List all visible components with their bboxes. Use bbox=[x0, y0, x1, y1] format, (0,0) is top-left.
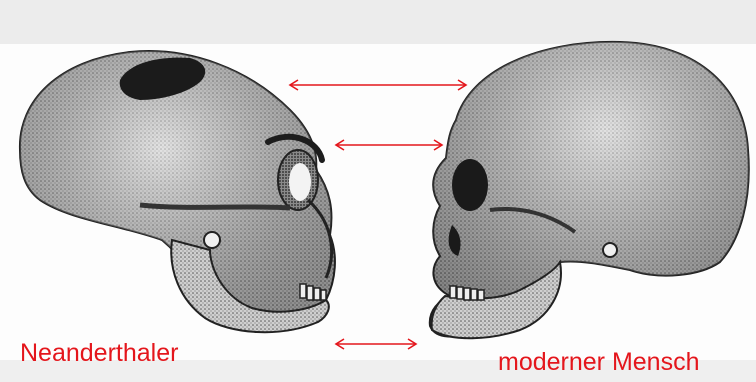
double-arrow-icon bbox=[290, 80, 466, 90]
double-arrow-icon bbox=[336, 140, 442, 150]
neanderthal-skull-icon bbox=[20, 51, 335, 332]
modern-human-skull-icon bbox=[430, 42, 749, 338]
modern-human-label: moderner Mensch bbox=[498, 350, 699, 375]
modern-eye-orbit bbox=[452, 159, 488, 211]
neanderthal-label: Neanderthaler bbox=[20, 341, 178, 366]
double-arrow-icon bbox=[336, 339, 416, 349]
